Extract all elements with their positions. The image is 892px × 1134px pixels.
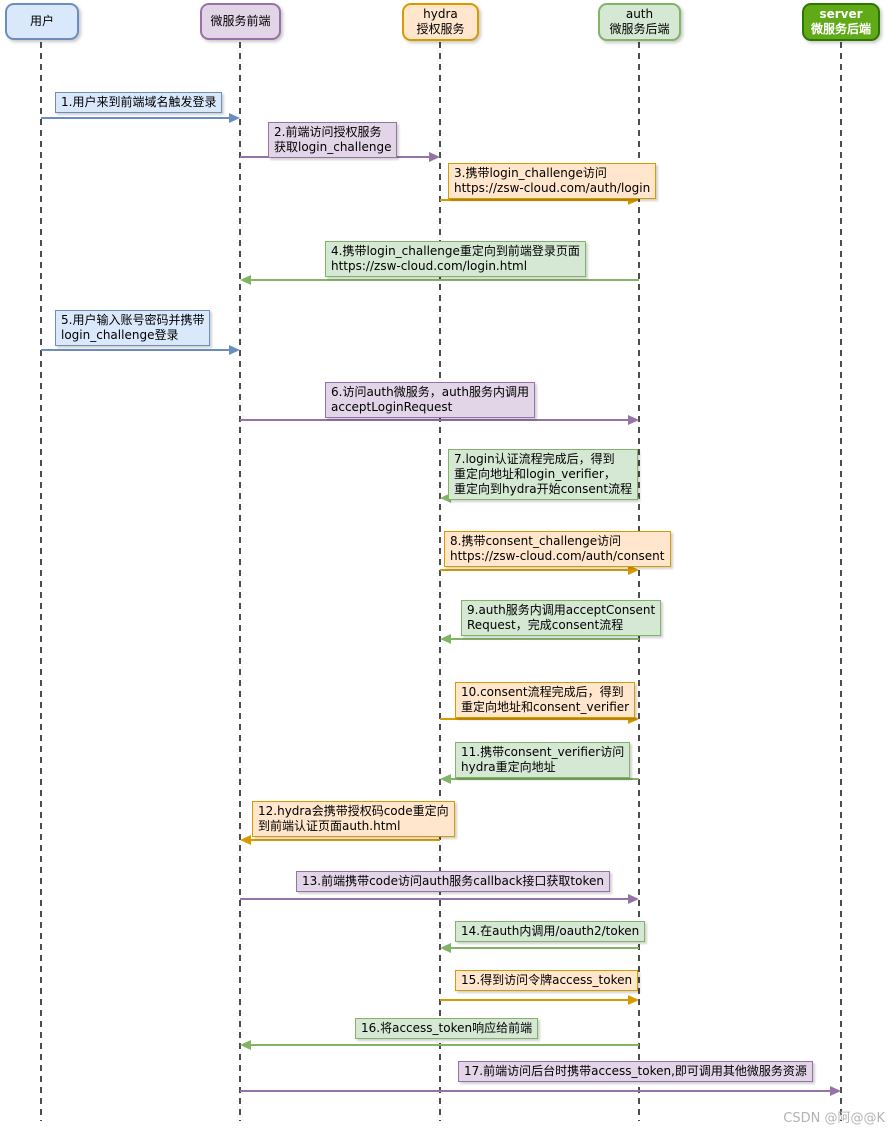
arrowhead-2 — [429, 152, 440, 162]
actor-auth: auth 微服务后端 — [598, 3, 681, 41]
actor-frontend: 微服务前端 — [200, 3, 281, 40]
message-arrow-6 — [240, 419, 631, 421]
lifeline-frontend — [239, 42, 241, 1121]
lifeline-hydra — [439, 42, 441, 1121]
arrowhead-6 — [628, 415, 639, 425]
message-label-2: 2.前端访问授权服务 获取login_challenge — [268, 122, 398, 158]
message-label-4: 4.携带login_challenge重定向到前端登录页面 https://zs… — [325, 241, 586, 277]
message-label-9: 9.auth服务内调用acceptConsent Request，完成conse… — [461, 600, 662, 636]
message-arrow-13 — [240, 898, 631, 900]
actor-user: 用户 — [5, 3, 79, 40]
message-arrow-11 — [448, 778, 639, 780]
message-arrow-4 — [248, 279, 639, 281]
arrowhead-10 — [628, 714, 639, 724]
arrowhead-7 — [440, 493, 451, 503]
message-label-5: 5.用户输入账号密码并携带 login_challenge登录 — [55, 310, 211, 346]
actor-label: 用户 — [29, 14, 54, 28]
message-label-14: 14.在auth内调用/oauth2/token — [455, 921, 646, 942]
actor-label: hydra 授权服务 — [416, 7, 465, 36]
message-arrow-1 — [41, 117, 232, 119]
arrowhead-5 — [229, 345, 240, 355]
lifeline-user — [40, 42, 42, 1121]
message-arrow-10 — [440, 718, 631, 720]
message-arrow-17 — [240, 1090, 833, 1092]
message-label-8: 8.携带consent_challenge访问 https://zsw-clou… — [444, 531, 671, 567]
csdn-watermark: CSDN @阿@@K — [783, 1111, 885, 1126]
actor-label: server 微服务后端 — [810, 7, 871, 36]
actor-server: server 微服务后端 — [802, 3, 880, 41]
message-arrow-3 — [440, 199, 631, 201]
lifeline-auth — [638, 42, 640, 1121]
arrowhead-12 — [240, 835, 251, 845]
arrowhead-16 — [240, 1040, 251, 1050]
message-label-6: 6.访问auth微服务，auth服务内调用 acceptLoginRequest — [325, 382, 535, 418]
message-arrow-9 — [448, 638, 639, 640]
message-label-16: 16.将access_token响应给前端 — [355, 1018, 539, 1039]
message-arrow-5 — [41, 349, 232, 351]
actor-label: auth 微服务后端 — [609, 7, 670, 36]
message-label-13: 13.前端携带code访问auth服务callback接口获取token — [296, 871, 610, 892]
message-label-7: 7.login认证流程完成后，得到 重定向地址和login_verifier， … — [448, 449, 639, 500]
message-label-11: 11.携带consent_verifier访问 hydra重定向地址 — [455, 742, 631, 778]
message-arrow-12 — [248, 839, 440, 841]
arrowhead-4 — [240, 275, 251, 285]
arrowhead-8 — [628, 565, 639, 575]
arrowhead-11 — [440, 774, 451, 784]
arrowhead-17 — [830, 1086, 841, 1096]
message-arrow-16 — [248, 1044, 639, 1046]
message-arrow-8 — [440, 569, 631, 571]
arrowhead-1 — [229, 113, 240, 123]
message-arrow-15 — [440, 999, 631, 1001]
arrowhead-13 — [628, 894, 639, 904]
message-label-12: 12.hydra会携带授权码code重定向 到前端认证页面auth.html — [252, 801, 455, 837]
arrowhead-9 — [440, 634, 451, 644]
arrowhead-15 — [628, 995, 639, 1005]
actor-hydra: hydra 授权服务 — [402, 3, 479, 41]
message-arrow-14 — [448, 947, 639, 949]
actor-label: 微服务前端 — [210, 14, 271, 28]
lifeline-server — [840, 42, 842, 1121]
arrowhead-3 — [628, 195, 639, 205]
message-label-1: 1.用户来到前端域名触发登录 — [55, 92, 223, 113]
message-label-17: 17.前端访问后台时携带access_token,即可调用其他微服务资源 — [458, 1061, 813, 1082]
message-label-10: 10.consent流程完成后，得到 重定向地址和consent_verifie… — [455, 682, 636, 718]
message-label-3: 3.携带login_challenge访问 https://zsw-cloud.… — [448, 163, 657, 199]
arrowhead-14 — [440, 943, 451, 953]
message-label-15: 15.得到访问令牌access_token — [455, 970, 639, 991]
